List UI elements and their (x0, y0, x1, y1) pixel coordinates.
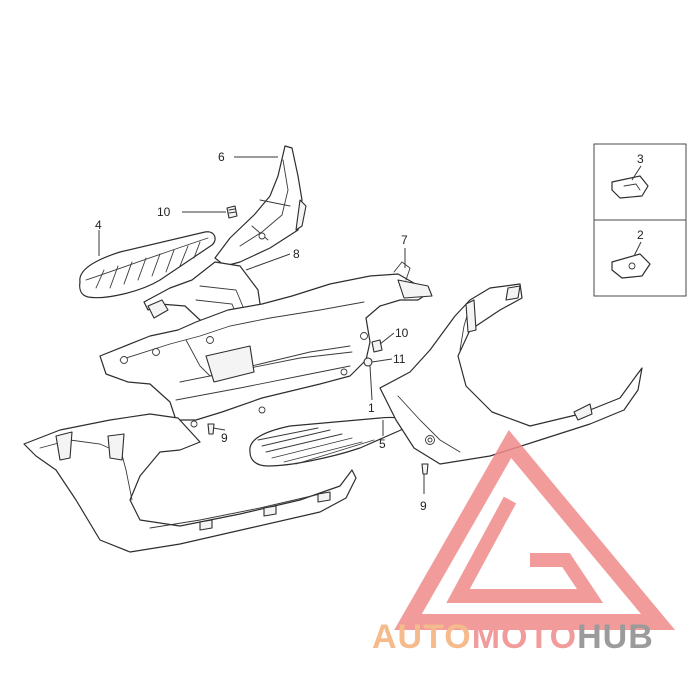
part-5-footrest-mat (249, 416, 411, 467)
callout-labels: 6 10 4 7 8 10 11 1 5 9 9 3 2 (95, 150, 644, 513)
callout-9-left: 9 (221, 431, 228, 445)
clip-2-drawing (611, 241, 651, 279)
clip-10-right (371, 339, 383, 353)
callout-7: 7 (401, 233, 408, 247)
callout-2: 2 (637, 228, 644, 242)
main-floor-frame (99, 261, 433, 428)
callout-11: 11 (393, 352, 406, 366)
clip-detail-box (593, 143, 687, 297)
callout-4: 4 (95, 218, 102, 232)
callout-6: 6 (218, 150, 225, 164)
callout-3: 3 (637, 152, 644, 166)
screw-9-left (207, 423, 215, 435)
part-6-upper-bracket (214, 145, 307, 267)
callout-10-upper: 10 (157, 205, 171, 219)
part-4-ribbed-panel (79, 231, 216, 299)
callout-5: 5 (379, 437, 386, 451)
callout-9-right: 9 (420, 499, 427, 513)
callout-8: 8 (293, 247, 300, 261)
logo-triangle-mark (394, 430, 676, 630)
callout-10-right: 10 (395, 326, 409, 340)
callout-1: 1 (368, 401, 375, 415)
screw-9-right (421, 463, 429, 475)
nut-11 (363, 357, 373, 367)
watermark-logo: AUTOMOTOHUB (372, 430, 676, 656)
watermark-brand-text: AUTOMOTOHUB (372, 618, 654, 656)
lower-left-fairing (23, 413, 357, 553)
leader-lines (98, 156, 425, 494)
screw-10-upper (226, 205, 238, 219)
clip-3-drawing (611, 165, 649, 199)
